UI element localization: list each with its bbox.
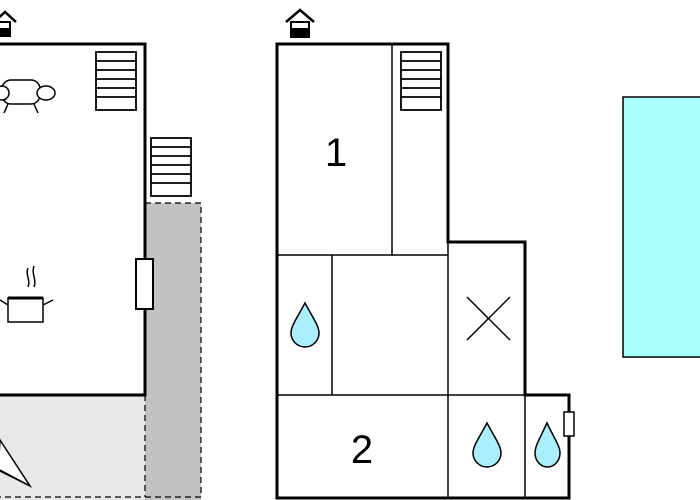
pool-icon bbox=[622, 96, 700, 358]
cooking-pot-icon bbox=[0, 265, 54, 323]
water-drop-icon bbox=[472, 421, 502, 468]
water-drop-icon bbox=[534, 421, 561, 468]
parasol-icon bbox=[0, 438, 33, 488]
upper-floor: 1 2 bbox=[275, 8, 575, 500]
stairs-icon bbox=[95, 51, 137, 111]
window-icon bbox=[563, 411, 575, 437]
living-room-walls bbox=[0, 42, 147, 397]
ground-floor bbox=[0, 10, 202, 500]
water-drop-icon bbox=[290, 301, 320, 348]
window-icon bbox=[135, 258, 154, 310]
sofa-icon bbox=[0, 79, 56, 114]
stairs-icon bbox=[400, 51, 442, 111]
room-label-2: 2 bbox=[351, 428, 373, 472]
outdoor-dashed-boundary bbox=[0, 202, 202, 498]
room-label-1: 1 bbox=[325, 131, 347, 175]
bedroom-1-outline bbox=[276, 43, 393, 256]
cross-icon bbox=[466, 296, 511, 341]
walkway-area bbox=[145, 203, 201, 500]
outdoor-stairs-icon bbox=[150, 137, 192, 197]
house-entrance-icon bbox=[0, 10, 17, 37]
terrace-area bbox=[0, 395, 145, 500]
house-entrance-icon bbox=[285, 8, 315, 38]
